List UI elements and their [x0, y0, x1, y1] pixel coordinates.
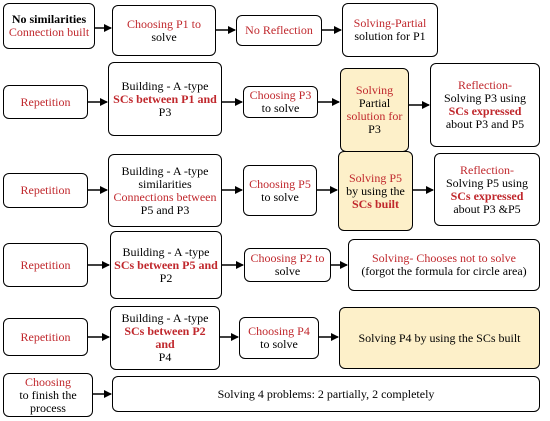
box-line: Choosing P1 to [126, 16, 201, 31]
box-line: (forgot the formula for circle area) [361, 264, 527, 278]
box-line: SCs built [351, 196, 399, 211]
box-line: Reflection- [458, 78, 512, 92]
box-line: No Reflection [245, 23, 313, 37]
box-line: solve [151, 29, 177, 44]
box-reflection-p5: Reflection- Solving P5 using SCs express… [434, 153, 540, 226]
box-line: solution for P1 [354, 29, 426, 43]
box-line: Solving P4 by using the SCs built [358, 330, 521, 345]
box-repetition-2: Repetition [3, 173, 88, 208]
box-line: process [29, 400, 66, 415]
box-line: SCs expressed [448, 104, 522, 118]
box-line: Repetition [20, 183, 71, 197]
box-line: to solve [260, 337, 298, 351]
box-choosing-finish: Choosing to finish the process [3, 373, 93, 417]
box-line: No similarities [11, 12, 87, 26]
box-line: Solving [355, 83, 394, 97]
box-line: Solving P3 using [443, 91, 527, 105]
box-line: P3 [158, 104, 172, 119]
box-line: P5 and P3 [140, 202, 190, 217]
box-reflection-p3: Reflection- Solving P3 using SCs express… [430, 63, 540, 147]
box-line: Solving P5 using [445, 175, 529, 190]
box-line: Solving 4 problems: 2 partially, 2 compl… [217, 386, 435, 401]
box-line: Choosing P2 to [250, 251, 325, 265]
box-line: SCs expressed [450, 188, 524, 203]
box-building-p1-p3: Building - A -type SCs between P1 and P3 [108, 62, 222, 136]
box-line: about P3 and P5 [445, 117, 525, 131]
box-summary: Solving 4 problems: 2 partially, 2 compl… [112, 376, 540, 412]
box-line: P4 [158, 350, 172, 364]
box-line: to finish the [19, 387, 77, 402]
box-line: P2 [159, 270, 173, 285]
box-choosing-p4: Choosing P4 to solve [239, 317, 319, 359]
box-line: Solving- Chooses not to solve [371, 251, 516, 265]
box-line: Building - A -type [121, 78, 209, 93]
box-line: Repetition [20, 257, 71, 272]
box-no-reflection: No Reflection [236, 15, 322, 46]
box-solving-p1: Solving-Partial solution for P1 [342, 3, 438, 57]
box-choosing-p1: Choosing P1 to solve [112, 5, 216, 56]
box-line: Building - A -type [121, 311, 209, 325]
box-line: Choosing P3 [249, 88, 312, 102]
box-building-p5-p3: Building - A -type similarities Connecti… [108, 154, 222, 227]
box-line: SCs between P1 and [113, 91, 217, 106]
box-line: Solving P5 [348, 170, 402, 185]
box-line: Choosing P5 [249, 176, 311, 191]
box-line: Building - A -type [122, 244, 210, 259]
box-repetition-3: Repetition [3, 243, 88, 287]
box-line: P3 [368, 122, 381, 136]
box-line: similarities [138, 176, 192, 191]
box-no-similarities: No similarities Connection built [3, 3, 95, 49]
box-line: Repetition [20, 94, 71, 109]
box-line: by using the [346, 183, 405, 198]
box-line: SCs between P2 and [124, 324, 206, 351]
box-line: solution for [346, 109, 403, 123]
box-line: Partial [358, 96, 391, 110]
box-line: SCs between P5 and [114, 257, 218, 272]
box-line: Solving-Partial [353, 16, 427, 30]
box-choosing-p2: Choosing P2 to solve [244, 248, 331, 282]
box-line: solve [274, 264, 301, 278]
box-line: Reflection- [460, 162, 514, 177]
box-line: Connection built [8, 25, 90, 39]
box-choosing-p3: Choosing P3 to solve [243, 86, 318, 118]
box-line: to solve [261, 189, 299, 204]
box-solving-p2: Solving- Chooses not to solve (forgot th… [348, 239, 540, 291]
box-solving-p4: Solving P4 by using the SCs built [339, 307, 540, 369]
box-line: Building - A -type [121, 163, 209, 178]
box-repetition-4: Repetition [3, 318, 88, 356]
box-line: Repetition [20, 329, 71, 344]
box-line: about P3 &P5 [453, 201, 521, 216]
box-building-p5-p2: Building - A -type SCs between P5 and P2 [110, 231, 222, 299]
box-solving-p3: Solving Partial solution for P3 [340, 68, 409, 152]
box-line: Connections between [113, 189, 217, 204]
box-line: to solve [261, 101, 300, 115]
box-repetition-1: Repetition [3, 85, 88, 119]
box-line: Choosing [24, 374, 71, 389]
box-solving-p5: Solving P5 by using the SCs built [338, 151, 413, 231]
box-line: Choosing P4 [248, 324, 310, 338]
box-choosing-p5: Choosing P5 to solve [243, 165, 317, 216]
box-building-p2-p4: Building - A -type SCs between P2 and P4 [110, 306, 220, 370]
